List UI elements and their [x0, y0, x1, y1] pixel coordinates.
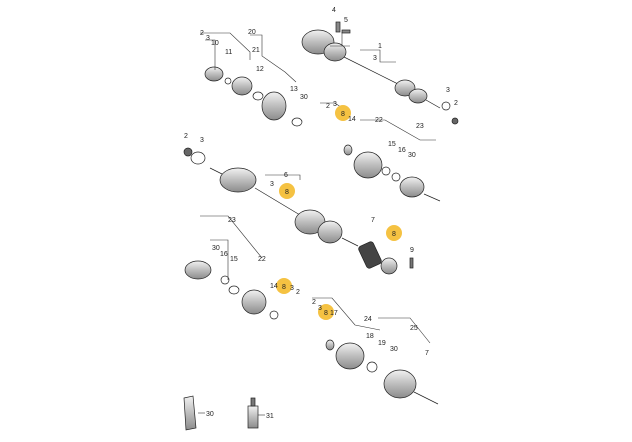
label-30: 30 — [408, 152, 416, 159]
label-14: 14 — [270, 283, 278, 290]
svg-text:8: 8 — [392, 231, 396, 238]
label-6: 6 — [284, 172, 288, 179]
label-16: 16 — [398, 147, 406, 154]
label-17: 17 — [330, 310, 338, 317]
label-2: 2 — [184, 133, 188, 140]
label-30: 30 — [206, 411, 214, 418]
label-3: 3 — [333, 101, 337, 108]
label-30: 30 — [300, 94, 308, 101]
bracket-icon — [358, 241, 414, 275]
label-20: 20 — [248, 29, 256, 36]
label-3: 3 — [270, 181, 274, 188]
leader-lines — [198, 32, 436, 416]
label-3: 3 — [318, 305, 322, 312]
label-11: 11 — [225, 49, 232, 56]
svg-text:8: 8 — [282, 284, 286, 291]
drive-shaft-middle — [183, 147, 359, 247]
highlight-marker-8e: 8 — [318, 304, 334, 320]
highlight-marker-8a: 8 — [335, 105, 351, 121]
label-15: 15 — [388, 141, 396, 148]
circlip-icon — [441, 101, 459, 125]
label-3: 3 — [200, 137, 204, 144]
label-12: 12 — [256, 66, 264, 73]
highlight-marker-8d: 8 — [276, 278, 292, 294]
label-14: 14 — [348, 116, 356, 123]
label-21: 21 — [252, 47, 260, 54]
label-22: 22 — [258, 256, 266, 263]
label-2: 2 — [454, 100, 458, 107]
label-31: 31 — [266, 413, 274, 420]
highlight-marker-8b: 8 — [279, 183, 295, 199]
label-1: 1 — [378, 43, 382, 50]
label-24: 24 — [364, 316, 372, 323]
label-4: 4 — [332, 7, 336, 14]
svg-text:8: 8 — [324, 310, 328, 317]
svg-text:8: 8 — [285, 189, 289, 196]
label-23: 23 — [416, 123, 424, 130]
label-7: 7 — [425, 350, 429, 357]
label-2: 2 — [200, 30, 204, 37]
grease-bottle-icon — [247, 397, 259, 429]
grease-tube-icon — [183, 395, 197, 431]
label-5: 5 — [344, 17, 348, 24]
highlight-marker-8c: 8 — [386, 225, 402, 241]
label-2: 2 — [326, 103, 330, 110]
inner-joint-group-lower-left — [184, 260, 279, 320]
label-22: 22 — [375, 117, 383, 124]
label-3: 3 — [206, 35, 210, 42]
label-7: 7 — [371, 217, 375, 224]
label-23: 23 — [228, 217, 236, 224]
drive-shaft-top — [301, 29, 441, 109]
label-9: 9 — [410, 247, 414, 254]
label-25: 25 — [410, 325, 418, 332]
label-2: 2 — [296, 289, 300, 296]
label-13: 13 — [290, 86, 298, 93]
svg-text:8: 8 — [341, 111, 345, 118]
inner-joint-group-middle-right — [343, 144, 441, 202]
label-2: 2 — [312, 299, 316, 306]
label-18: 18 — [366, 333, 374, 340]
outer-joint-group-lower-right — [325, 339, 439, 405]
label-30: 30 — [212, 245, 220, 252]
label-16: 16 — [220, 251, 228, 258]
label-3: 3 — [290, 285, 294, 292]
bolt-icon — [335, 21, 351, 34]
part-labels: 4 5 1 3 2 3 10 20 21 11 12 13 30 3 2 2 3… — [184, 7, 458, 420]
label-3: 3 — [373, 55, 377, 62]
label-15: 15 — [230, 256, 238, 263]
label-30: 30 — [390, 346, 398, 353]
outer-joint-group-top-left — [204, 66, 303, 127]
label-10: 10 — [211, 40, 219, 47]
label-3: 3 — [446, 87, 450, 94]
label-19: 19 — [378, 340, 386, 347]
